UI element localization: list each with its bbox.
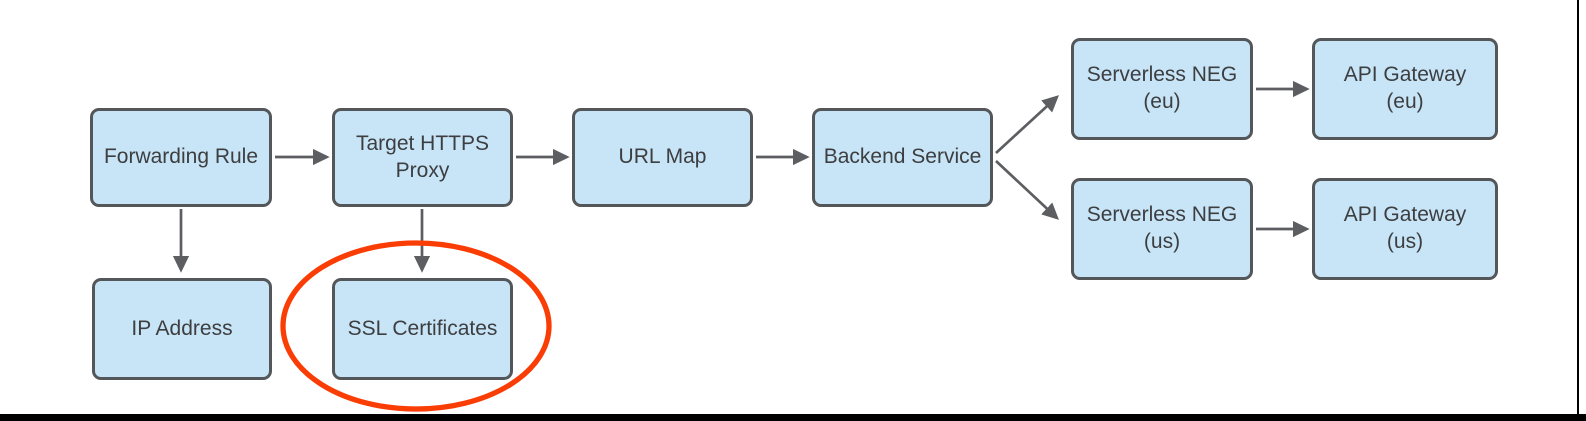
node-ip-address: IP Address (92, 278, 272, 380)
node-forwarding-rule: Forwarding Rule (90, 108, 272, 207)
node-api-gateway-eu: API Gateway (eu) (1312, 38, 1498, 140)
edge-backend-service-to-serverless-neg-eu (995, 95, 1059, 154)
highlight-ellipse (280, 240, 552, 412)
node-api-gateway-us: API Gateway (us) (1312, 178, 1498, 280)
edge-backend-service-to-serverless-neg-us (995, 160, 1059, 220)
node-url-map: URL Map (572, 108, 753, 207)
node-serverless-neg-us: Serverless NEG (us) (1071, 178, 1253, 280)
window-edge-right (1577, 0, 1579, 421)
node-ssl-certificates: SSL Certificates (332, 278, 513, 380)
window-edge-bottom (0, 414, 1586, 421)
node-target-https-proxy: Target HTTPS Proxy (332, 108, 513, 207)
node-backend-service: Backend Service (812, 108, 993, 207)
node-serverless-neg-eu: Serverless NEG (eu) (1071, 38, 1253, 140)
